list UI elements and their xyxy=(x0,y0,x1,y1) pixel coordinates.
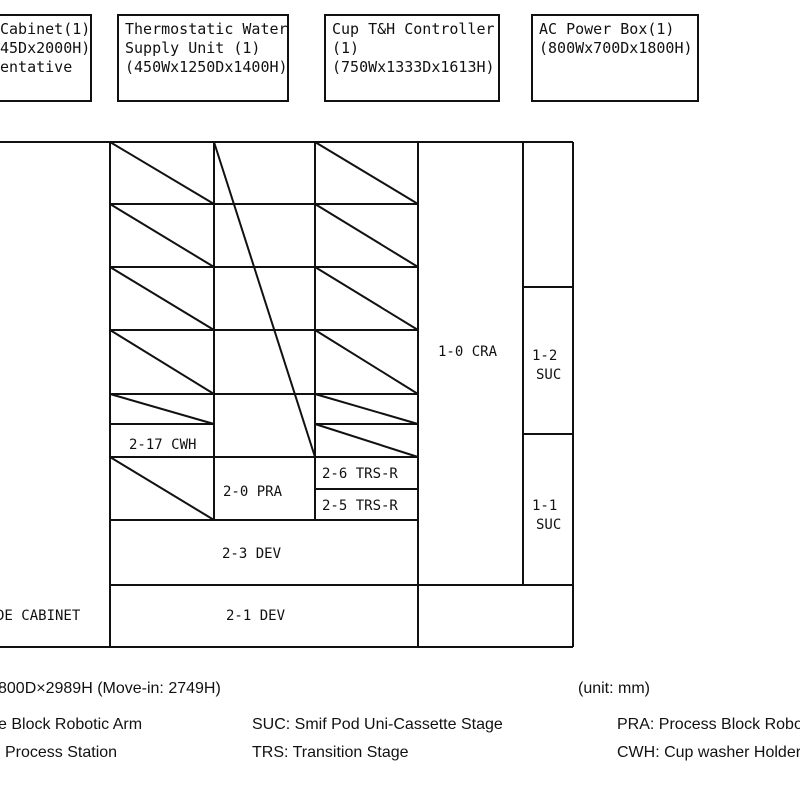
ac-power-box: AC Power Box(1)(800Wx700Dx1800H) xyxy=(531,14,699,102)
water-supply-line-1: Thermostatic Water xyxy=(125,20,288,38)
cup-controller-box: Cup T&H Controller(1)(750Wx1333Dx1613H) xyxy=(324,14,500,102)
suc2-label-2: SUC xyxy=(536,367,561,383)
cup-controller-line-1: Cup T&H Controller xyxy=(332,20,495,38)
water-supply-line-3: (450Wx1250Dx1400H) xyxy=(125,58,288,76)
suc1-label-1: 1-1 xyxy=(532,498,557,514)
legend-item-suc: SUC: Smif Pod Uni-Cassette Stage xyxy=(252,716,503,733)
legend-item-trs: TRS: Transition Stage xyxy=(252,744,409,761)
cwh-label: 2-17 CWH xyxy=(129,437,196,453)
dev1-label: 2-1 DEV xyxy=(226,608,286,624)
legend-item-station: Process Station xyxy=(5,744,118,761)
legend-item-pra: PRA: Process Block Robotic xyxy=(617,716,800,733)
unit-text: (unit: mm) xyxy=(578,680,650,697)
pra-label: 2-0 PRA xyxy=(223,484,283,500)
cabinet-box: Cabinet(1)45Dx2000H)entative xyxy=(0,14,92,102)
ac-power-line-2: (800Wx700Dx1800H) xyxy=(539,39,693,57)
cup-controller-line-2: (1) xyxy=(332,39,360,57)
trs6-label: 2-6 TRS-R xyxy=(322,466,398,482)
cabinet-line-2: 45Dx2000H) xyxy=(0,39,91,57)
suc1-label-2: SUC xyxy=(536,517,561,533)
cup-controller-line-3: (750Wx1333Dx1613H) xyxy=(332,58,495,76)
water-supply-line-2: Supply Unit (1) xyxy=(125,39,261,57)
cabinet-line-1: Cabinet(1) xyxy=(0,20,91,38)
trs5-label: 2-5 TRS-R xyxy=(322,498,398,514)
cabinet-line-3: entative xyxy=(0,58,73,76)
cra-label: 1-0 CRA xyxy=(438,344,498,360)
dimension-text: 800D×2989H (Move-in: 2749H) xyxy=(0,680,221,697)
legend-item-cra: e Block Robotic Arm xyxy=(0,716,143,733)
legend-item-cwh: CWH: Cup washer Holder xyxy=(617,744,800,761)
suc2-label-1: 1-2 xyxy=(532,348,557,364)
dev3-label: 2-3 DEV xyxy=(222,546,282,562)
cabinet-label: DE CABINET xyxy=(0,608,81,624)
ac-power-line-1: AC Power Box(1) xyxy=(539,20,675,38)
